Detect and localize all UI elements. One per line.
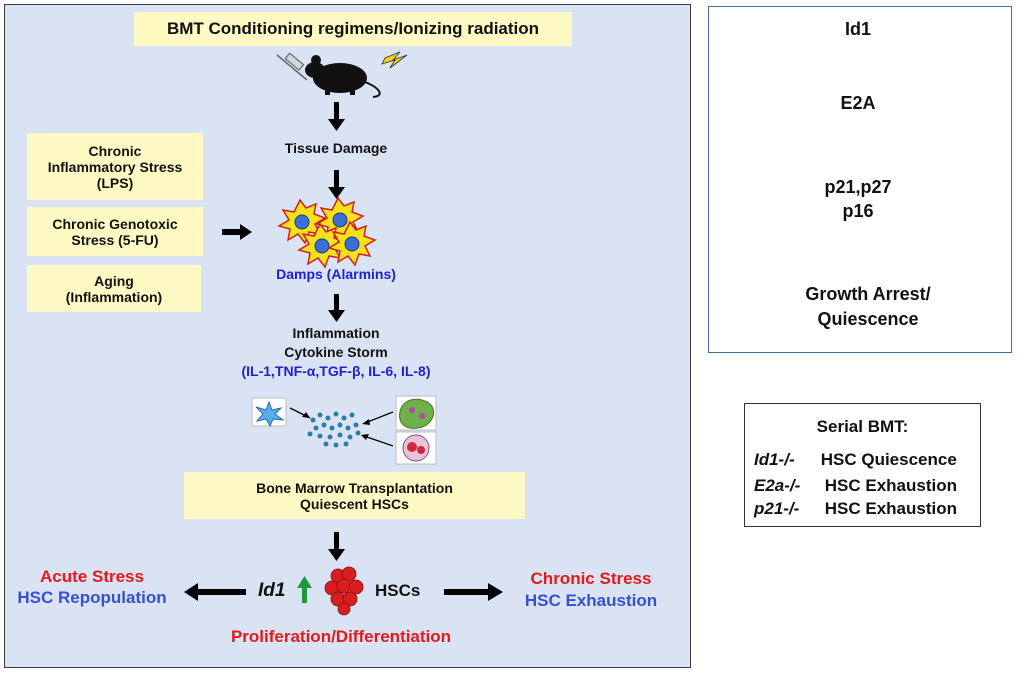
inflammation-block: Inflammation Cytokine Storm (236, 324, 436, 362)
arrow-down-2 (328, 170, 345, 199)
serial-gene-id1: Id1-/- (754, 450, 795, 469)
damps-label: Damps (Alarmins) (276, 266, 396, 282)
acute-stress-sub: HSC Repopulation (17, 588, 167, 607)
bmt-box-line1: Bone Marrow Transplantation (256, 479, 453, 496)
chronic-stress-title: Chronic Stress (530, 569, 652, 588)
acute-stress-block: Acute Stress HSC Repopulation (4, 566, 180, 608)
damps-cells-icon (277, 196, 377, 269)
left-box-lps: Chronic Inflammatory Stress (LPS) (27, 133, 203, 200)
arrow-left-acute (184, 583, 246, 601)
chronic-stress-sub: HSC Exhaustion (524, 591, 658, 610)
hscs-label: HSCs (375, 581, 421, 600)
serial-row-id1: Id1-/- HSC Quiescence (754, 450, 978, 470)
arrow-right-chronic (444, 583, 503, 601)
cytokine-storm-label: Cytokine Storm (284, 344, 388, 360)
chronic-stress-block: Chronic Stress HSC Exhaustion (505, 568, 677, 612)
left-box-lps-line1: Chronic (88, 142, 142, 159)
bmt-box: Bone Marrow Transplantation Quiescent HS… (184, 472, 525, 519)
serial-bmt-title: Serial BMT: (816, 417, 909, 436)
pathway-id1: Id1 (844, 19, 871, 39)
serial-gene-e2a: E2a-/- (754, 476, 801, 495)
left-box-lps-line2: Inflammatory Stress (47, 158, 183, 175)
arrow-down-3 (328, 294, 345, 322)
left-box-aging-line2: (Inflammation) (65, 288, 163, 305)
serial-row-e2a: E2a-/- HSC Exhaustion (754, 476, 978, 496)
pathway-p21-block: p21,p27 p16 (790, 175, 926, 223)
left-box-5fu-line1: Chronic Genotoxic (52, 215, 178, 232)
serial-result-id1: HSC Quiescence (820, 450, 957, 469)
acute-stress-title: Acute Stress (40, 567, 144, 586)
pathway-panel (708, 6, 1012, 353)
left-box-5fu-line2: Stress (5-FU) (71, 231, 159, 248)
cytokines-label: (IL-1,TNF-α,TGF-β, IL-6, IL-8) (241, 363, 431, 379)
prolif-label: Proliferation/Differentiation (230, 627, 452, 646)
bmt-box-line2: Quiescent HSCs (300, 495, 409, 512)
id1-label-text: Id1 (258, 580, 286, 601)
arrow-down-1 (328, 102, 345, 131)
syringe-icon (276, 52, 308, 81)
main-panel (4, 4, 691, 668)
tissue-damage-label: Tissue Damage (284, 140, 388, 156)
pathway-arrest-block: Growth Arrest/ Quiescence (770, 282, 966, 332)
pathway-p21: p21,p27 (824, 177, 892, 197)
arrow-right-stress (222, 224, 252, 240)
id1-label: Id1 (258, 580, 285, 602)
left-box-aging: Aging (Inflammation) (27, 265, 201, 312)
serial-bmt-panel (744, 403, 981, 527)
cytokine-network-icon (251, 395, 437, 465)
serial-row-p21: p21-/- HSC Exhaustion (754, 499, 978, 519)
conditioning-banner: BMT Conditioning regimens/Ionizing radia… (134, 12, 572, 46)
mouse-icon (305, 55, 381, 98)
serial-result-e2a: HSC Exhaustion (824, 476, 957, 495)
left-box-lps-line3: (LPS) (96, 174, 134, 191)
pathway-arrest-line2: Quiescence (817, 309, 919, 329)
up-arrow-icon (297, 576, 312, 603)
pathway-arrest-line1: Growth Arrest/ (805, 284, 931, 304)
hsc-cluster-icon (324, 566, 364, 616)
inflammation-label: Inflammation (292, 325, 380, 341)
pathway-p16: p16 (842, 201, 874, 221)
conditioning-banner-text: BMT Conditioning regimens/Ionizing radia… (166, 19, 540, 38)
pathway-e2a: E2A (840, 93, 876, 113)
serial-gene-p21: p21-/- (754, 499, 800, 518)
arrow-down-4 (328, 532, 345, 561)
left-box-aging-line1: Aging (94, 272, 134, 289)
serial-result-p21: HSC Exhaustion (824, 499, 957, 518)
left-box-5fu: Chronic Genotoxic Stress (5-FU) (27, 207, 203, 256)
lightning-icon (381, 51, 408, 69)
